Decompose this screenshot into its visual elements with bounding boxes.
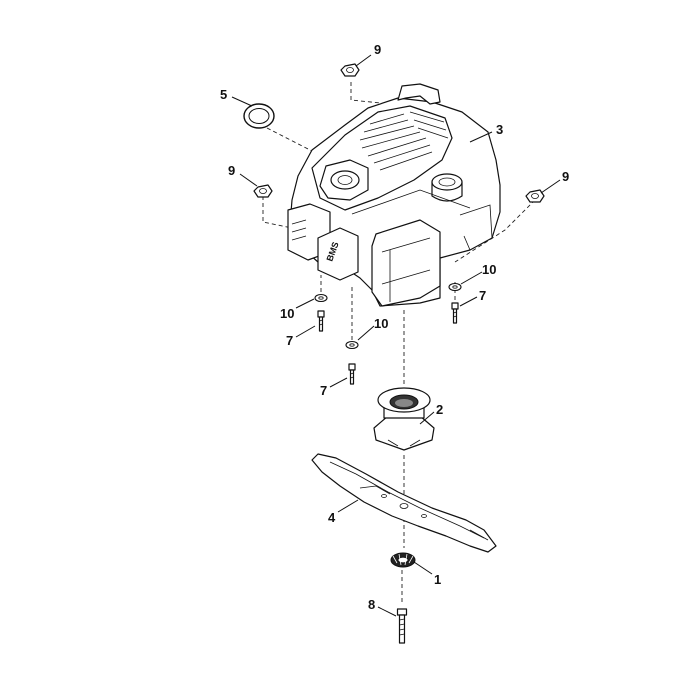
bolt-mid	[348, 363, 356, 385]
engine-assembly: BMS	[287, 83, 501, 307]
washer-mid	[345, 340, 359, 350]
blade-bolt	[396, 608, 408, 644]
washer-left	[314, 293, 328, 303]
cutting-blade	[311, 453, 497, 553]
hex-nut-top	[340, 63, 360, 77]
engine-logo-plate	[317, 227, 359, 281]
callout-1: 1	[434, 572, 441, 587]
callout-leaders	[231, 54, 561, 617]
callout-labels: 9 5 3 9 9 10 7 10 7 10 7 2 4 1 8	[220, 42, 569, 612]
callout-4: 4	[328, 510, 336, 525]
gasket-ring	[243, 103, 275, 129]
callout-10-mid: 10	[374, 316, 388, 331]
vent-slats	[359, 111, 449, 171]
callout-7-left: 7	[286, 333, 293, 348]
blade-adapter	[373, 387, 435, 451]
callout-9-right: 9	[562, 169, 569, 184]
callout-10-right: 10	[482, 262, 496, 277]
callout-10-left: 10	[280, 306, 294, 321]
callout-7-right: 7	[479, 288, 486, 303]
callout-3: 3	[496, 122, 503, 137]
recoil-start-handle	[397, 83, 441, 105]
callout-8: 8	[368, 597, 375, 612]
callout-9-left: 9	[228, 163, 235, 178]
washer-right	[448, 282, 462, 292]
bolt-right	[451, 302, 459, 324]
fuel-cap-icon	[319, 159, 369, 201]
callout-7-mid: 7	[320, 383, 327, 398]
muffler	[371, 219, 441, 307]
callout-5: 5	[220, 87, 227, 102]
callout-2: 2	[436, 402, 443, 417]
hex-nut-right	[525, 189, 545, 203]
callout-9-top: 9	[374, 42, 381, 57]
bolt-left	[317, 310, 325, 332]
hex-nut-left	[253, 184, 273, 198]
spring-washer	[390, 552, 416, 568]
oil-cap-icon	[431, 173, 463, 202]
